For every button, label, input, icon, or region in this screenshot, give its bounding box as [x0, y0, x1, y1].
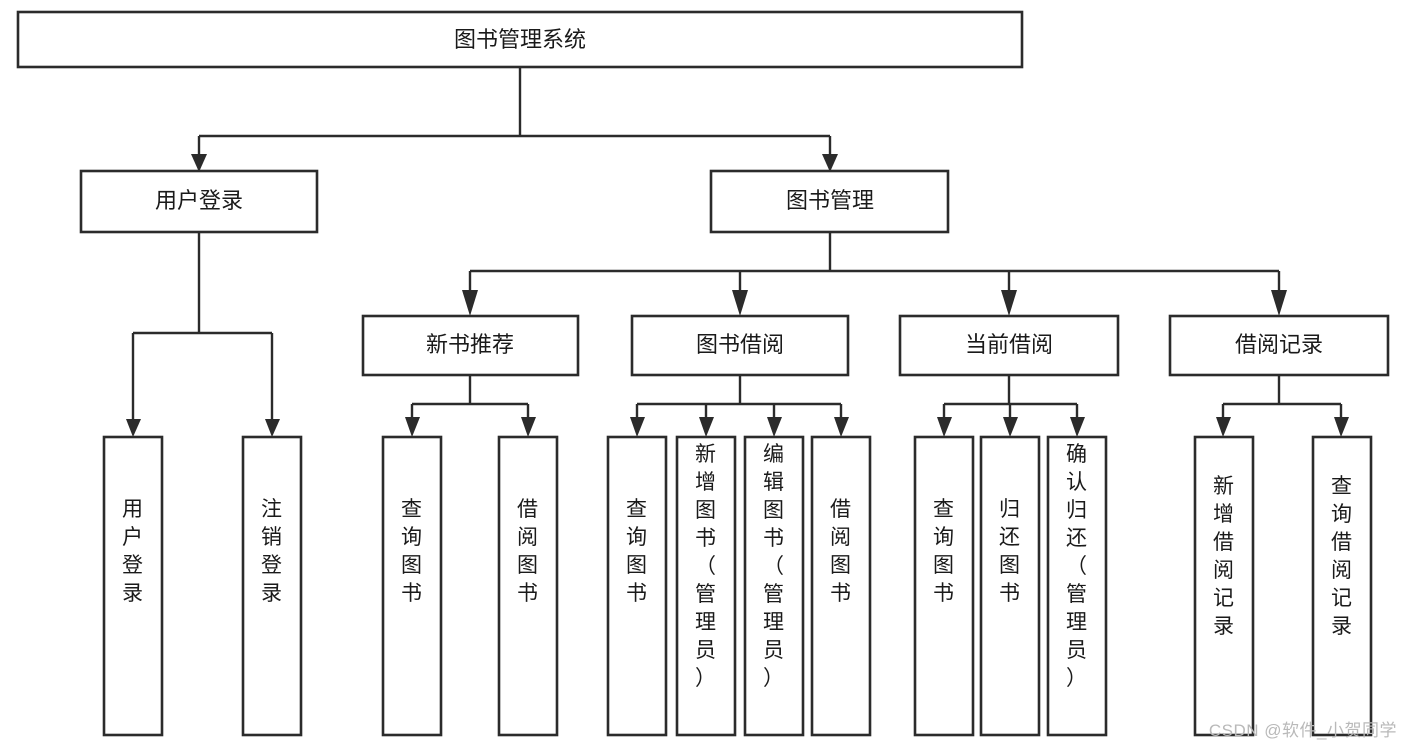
- leaf-currentborrow-confirm-rect: [1046, 435, 1108, 737]
- node-book-management-rect: [709, 169, 950, 234]
- arrow-head-currentborrow-leaf2: [1003, 417, 1018, 437]
- arrow-head-userlogin: [191, 154, 207, 172]
- leaf-borrowrecord-add-label: 新增借阅记录: [1213, 475, 1235, 638]
- leaf-node-newbook-borrow-book[interactable]: 借阅图书: [497, 435, 559, 737]
- arrow-head-leaf-logout: [265, 419, 280, 437]
- leaf-logout-label: 注销登录: [261, 498, 283, 605]
- leaf-newbook-borrow-rect: [497, 435, 559, 737]
- arrow-head-newbook-leaf2: [521, 417, 536, 437]
- leaf-node-borrowrecord-query-record[interactable]: 查询借阅记录: [1311, 435, 1373, 737]
- leaf-newbook-query-label: 查询图书: [401, 498, 423, 605]
- leaf-node-bookborrow-borrow-book[interactable]: 借阅图书: [810, 435, 872, 737]
- arrow-head-currentborrow: [1001, 290, 1017, 316]
- leaf-node-bookborrow-edit-book-admin[interactable]: 编辑图书（管理员）: [743, 435, 805, 737]
- arrow-head-borrowrecord-leaf2: [1334, 417, 1349, 437]
- leaf-bookborrow-borrow-rect: [810, 435, 872, 737]
- leaf-currentborrow-return-label: 归还图书: [999, 498, 1021, 605]
- leaf-borrowrecord-query-label: 查询借阅记录: [1331, 475, 1353, 638]
- arrow-head-bookborrow-leaf4: [834, 417, 849, 437]
- node-user-login-label: 用户登录: [155, 188, 243, 213]
- node-new-book-recommend-label: 新书推荐: [426, 332, 514, 357]
- leaf-node-currentborrow-return-book[interactable]: 归还图书: [979, 435, 1041, 737]
- node-root-label: 图书管理系统: [454, 27, 586, 52]
- leaf-bookborrow-edit-rect: [743, 435, 805, 737]
- node-current-borrow[interactable]: 当前借阅: [898, 314, 1120, 377]
- connector-layer: [126, 67, 1349, 437]
- leaf-node-currentborrow-confirm-return-admin[interactable]: 确认归还（管理员）: [1046, 435, 1108, 737]
- leaf-node-newbook-query-book[interactable]: 查询图书: [381, 435, 443, 737]
- leaf-user-login-rect: [102, 435, 164, 737]
- node-book-borrow-rect: [630, 314, 850, 377]
- node-root-rect: [16, 10, 1024, 69]
- leaf-bookborrow-edit-label: 编辑图书（管理员）: [763, 443, 785, 690]
- node-book-management-label: 图书管理: [786, 188, 874, 213]
- arrow-head-bookborrow-leaf1: [630, 417, 645, 437]
- node-new-book-recommend-rect: [361, 314, 580, 377]
- node-user-login[interactable]: 用户登录: [79, 169, 319, 234]
- leaf-borrowrecord-query-rect: [1311, 435, 1373, 737]
- node-borrow-record[interactable]: 借阅记录: [1168, 314, 1390, 377]
- leaf-bookborrow-add-rect: [675, 435, 737, 737]
- leaf-logout-rect: [241, 435, 303, 737]
- leaf-currentborrow-query-rect: [913, 435, 975, 737]
- leaf-currentborrow-query-label: 查询图书: [933, 498, 955, 605]
- leaf-node-logout[interactable]: 注销登录: [241, 435, 303, 737]
- node-new-book-recommend[interactable]: 新书推荐: [361, 314, 580, 377]
- arrow-head-borrowrecord: [1271, 290, 1287, 316]
- leaf-user-login-label: 用户登录: [122, 498, 144, 605]
- leaf-borrowrecord-add-rect: [1193, 435, 1255, 737]
- arrow-head-currentborrow-leaf3: [1070, 417, 1085, 437]
- leaf-node-user-login[interactable]: 用户登录: [102, 435, 164, 737]
- leaf-node-borrowrecord-add-record[interactable]: 新增借阅记录: [1193, 435, 1255, 737]
- node-root-book-management-system[interactable]: 图书管理系统: [16, 10, 1024, 69]
- arrow-head-newbook: [462, 290, 478, 316]
- leaf-node-bookborrow-add-book-admin[interactable]: 新增图书（管理员）: [675, 435, 737, 737]
- node-current-borrow-rect: [898, 314, 1120, 377]
- leaf-node-currentborrow-query-book[interactable]: 查询图书: [913, 435, 975, 737]
- arrow-head-borrowrecord-leaf1: [1216, 417, 1231, 437]
- leaf-bookborrow-borrow-label: 借阅图书: [830, 498, 852, 605]
- node-borrow-record-rect: [1168, 314, 1390, 377]
- leaf-bookborrow-query-rect: [606, 435, 668, 737]
- leaf-bookborrow-add-label: 新增图书（管理员）: [695, 443, 717, 690]
- node-book-management[interactable]: 图书管理: [709, 169, 950, 234]
- node-user-login-rect: [79, 169, 319, 234]
- node-book-borrow[interactable]: 图书借阅: [630, 314, 850, 377]
- arrow-head-currentborrow-leaf1: [937, 417, 952, 437]
- arrow-head-newbook-leaf1: [405, 417, 420, 437]
- leaf-newbook-borrow-label: 借阅图书: [517, 498, 539, 605]
- leaf-currentborrow-confirm-label: 确认归还（管理员）: [1066, 443, 1088, 690]
- leaf-bookborrow-query-label: 查询图书: [626, 498, 648, 605]
- arrow-head-bookmgmt: [822, 154, 838, 172]
- arrow-head-bookborrow-leaf3: [767, 417, 782, 437]
- node-book-borrow-label: 图书借阅: [696, 332, 784, 357]
- arrow-head-leaf-user-login: [126, 419, 141, 437]
- csdn-watermark: CSDN @软件_小贺同学: [1208, 721, 1397, 740]
- node-borrow-record-label: 借阅记录: [1235, 332, 1323, 357]
- arrow-head-bookborrow-leaf2: [699, 417, 714, 437]
- node-current-borrow-label: 当前借阅: [965, 332, 1053, 357]
- leaf-node-bookborrow-query-book[interactable]: 查询图书: [606, 435, 668, 737]
- leaf-newbook-query-rect: [381, 435, 443, 737]
- arrow-head-bookborrow: [732, 290, 748, 316]
- leaf-currentborrow-return-rect: [979, 435, 1041, 737]
